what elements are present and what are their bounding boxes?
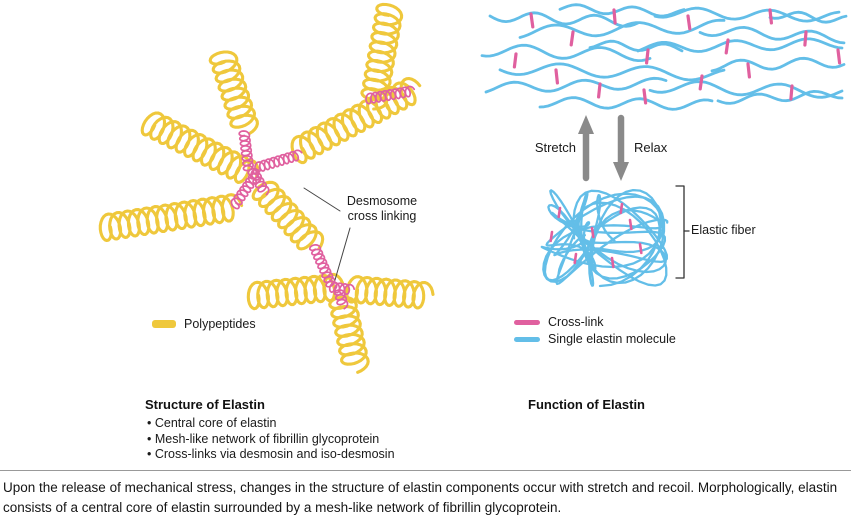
bullet-item: • Cross-links via desmosin and iso-desmo… xyxy=(147,447,395,461)
desmosome-label: Desmosome cross linking xyxy=(334,194,430,224)
function-heading: Function of Elastin xyxy=(528,397,645,412)
bullet-item: • Mesh-like network of fibrillin glycopr… xyxy=(147,431,380,446)
single-elastin-legend-label: Single elastin molecule xyxy=(548,332,676,346)
polypeptides-legend-label: Polypeptides xyxy=(184,317,256,331)
structure-heading: Structure of Elastin xyxy=(145,397,265,412)
cross-link-legend: Cross-link xyxy=(514,315,604,329)
cross-link-swatch xyxy=(514,319,540,325)
polypeptide-swatch xyxy=(152,320,176,328)
structure-bullets: • Central core of elastin • Mesh-like ne… xyxy=(147,416,395,463)
desmosome-label-line2: cross linking xyxy=(347,209,417,223)
bullet-item: • Central core of elastin xyxy=(147,416,277,430)
diagram-artwork xyxy=(98,2,848,374)
single-elastin-swatch xyxy=(514,336,540,342)
single-elastin-legend: Single elastin molecule xyxy=(514,332,676,346)
cross-link-legend-label: Cross-link xyxy=(548,315,604,329)
relax-label: Relax xyxy=(634,140,668,155)
stretch-label: Stretch xyxy=(534,140,576,155)
desmosome-label-line1: Desmosome xyxy=(346,194,418,208)
caption-text: Upon the release of mechanical stress, c… xyxy=(0,470,851,517)
polypeptides-legend: Polypeptides xyxy=(152,317,256,331)
elastic-fiber-label: Elastic fiber xyxy=(691,223,756,237)
